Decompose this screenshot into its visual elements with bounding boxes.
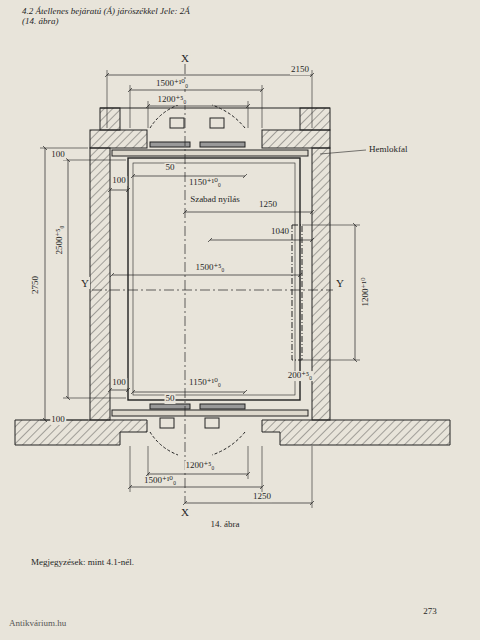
wall-label: Hemlokfal <box>368 145 409 155</box>
dimension: 50 <box>165 163 176 173</box>
walls <box>15 108 450 445</box>
dimension: 1150⁺¹⁰₀ <box>188 178 222 188</box>
page-number: 273 <box>422 607 438 617</box>
dimension: 1200⁺¹⁰ <box>361 276 371 307</box>
dimension: 2500⁺⁵₀ <box>55 224 65 255</box>
dimension: 100 <box>50 415 66 425</box>
dimension: 1500⁺¹⁰₀ <box>155 79 189 89</box>
dimension: 1200⁺⁵₀ <box>184 461 215 471</box>
axis-label: Y <box>80 277 90 289</box>
dimension: 1150⁺¹⁰₀ <box>188 378 222 388</box>
dimension: 50 <box>165 394 176 404</box>
watermark: Antikvárium.hu <box>8 619 67 629</box>
dimension: 1500⁺⁵₀ <box>194 263 225 273</box>
car-outline <box>100 105 330 455</box>
center-lines <box>92 64 333 503</box>
dimension: 1250 <box>252 492 272 502</box>
dimension-lines <box>45 75 355 503</box>
figure-caption: 14. ábra <box>210 520 241 530</box>
dimension: 100 <box>111 176 127 186</box>
opening-label: Szabad nyílás <box>189 195 241 205</box>
axis-label: X <box>180 52 190 64</box>
dimension: 1500⁺¹⁰₀ <box>143 476 177 486</box>
note: Megjegyzések: mint 4.1-nél. <box>30 558 135 568</box>
dimension: 2750 <box>31 275 41 295</box>
dimension: 1040 <box>270 227 290 237</box>
dimension: 100 <box>50 150 66 160</box>
section-title: 4.2 Átellenes bejáratú (Á) járószékkel J… <box>22 6 202 27</box>
axis-label: Y <box>335 277 345 289</box>
dimension: 1200⁺⁵₀ <box>156 95 187 105</box>
dimension: 100 <box>111 378 127 388</box>
dimension: 1250 <box>258 200 278 210</box>
dimension: 2150 <box>290 65 310 75</box>
axis-label: X <box>180 506 190 518</box>
dimension: 200⁺⁵₀ <box>287 371 314 381</box>
extension-lines <box>40 70 366 508</box>
